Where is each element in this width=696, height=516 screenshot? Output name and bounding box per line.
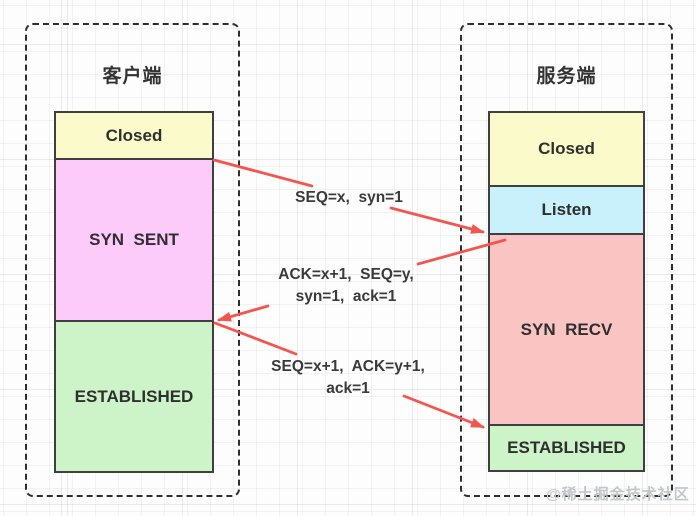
client-panel: 客户端 [25, 23, 240, 497]
server-panel-title: 服务端 [536, 66, 597, 87]
server-state-established: ESTABLISHED [488, 424, 645, 472]
client-state-syn-sent: SYN SENT [54, 158, 214, 322]
server-state-closed: Closed [488, 111, 645, 187]
server-state-syn-recv: SYN RECV [488, 233, 645, 426]
client-state-established: ESTABLISHED [54, 320, 214, 473]
client-state-column: Closed SYN SENT ESTABLISHED [54, 111, 214, 473]
message-label-syn-ack: ACK=x+1, SEQ=y, syn=1, ack=1 [278, 266, 414, 305]
message-label-ack: SEQ=x+1, ACK=y+1, ack=1 [271, 358, 425, 397]
watermark-text: @稀土掘金技术社区 [546, 486, 690, 503]
server-state-column: Closed Listen SYN RECV ESTABLISHED [488, 111, 645, 472]
client-panel-title: 客户端 [102, 66, 163, 87]
client-state-closed: Closed [54, 111, 214, 160]
message-label-syn: SEQ=x, syn=1 [295, 189, 403, 206]
server-state-listen: Listen [488, 185, 645, 235]
